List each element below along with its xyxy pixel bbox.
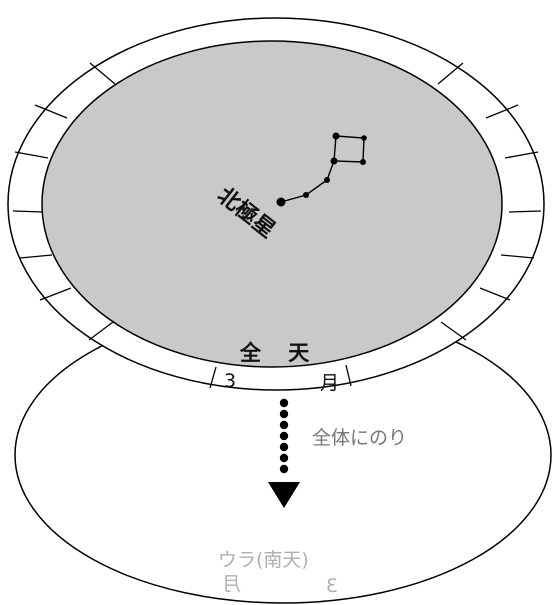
glue-instruction: 全体にのり bbox=[312, 427, 407, 449]
back-month-number: 3 bbox=[326, 575, 338, 597]
star bbox=[303, 192, 309, 198]
sky-label: 全 天 bbox=[239, 341, 319, 365]
dotted-arrow bbox=[268, 398, 300, 508]
star bbox=[360, 159, 366, 165]
star-disk bbox=[41, 40, 503, 368]
polaris-star bbox=[276, 197, 286, 207]
arrow-head bbox=[268, 482, 300, 508]
star bbox=[330, 157, 338, 165]
little-dipper-constellation bbox=[276, 132, 367, 207]
back-title: ウラ(南天) bbox=[218, 549, 309, 571]
star bbox=[332, 132, 340, 140]
back-month-unit: 月 bbox=[222, 573, 241, 595]
star bbox=[361, 135, 367, 141]
star bbox=[324, 177, 330, 183]
month-number: 3 bbox=[224, 370, 236, 392]
month-ticks bbox=[12, 62, 542, 389]
month-unit: 月 bbox=[320, 372, 339, 394]
